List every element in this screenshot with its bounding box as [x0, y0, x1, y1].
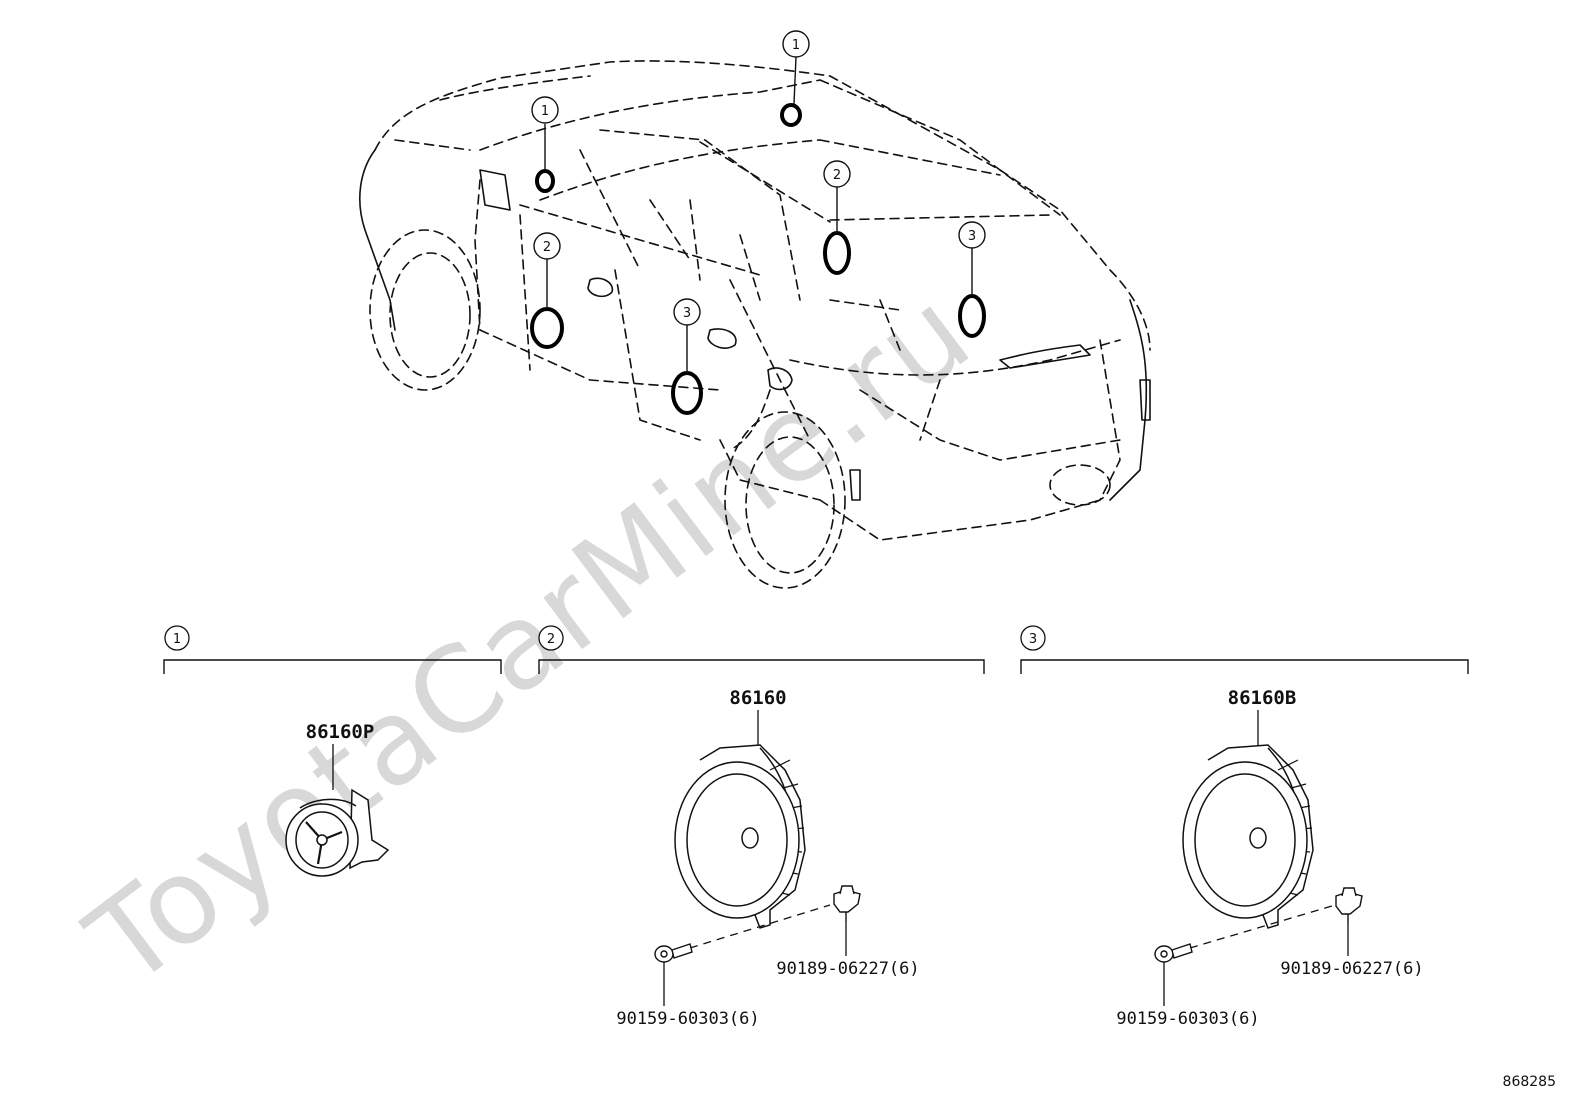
- part-number-90159-60303-rear[interactable]: 90159-60303(6): [1116, 1009, 1259, 1029]
- part-number-90159-60303-front[interactable]: 90159-60303(6): [616, 1009, 759, 1029]
- door-speaker-icon: [674, 744, 806, 929]
- svg-text:2: 2: [547, 632, 555, 647]
- group-2: 2 86160 90189-06227(6) 90159-60303(6): [538, 625, 985, 1029]
- part-number-86160[interactable]: 86160: [729, 687, 786, 709]
- marker-ring-front-door-right: [823, 231, 851, 275]
- part-number-90189-06227-front[interactable]: 90189-06227(6): [776, 959, 919, 979]
- part-number-90189-06227-rear[interactable]: 90189-06227(6): [1280, 959, 1423, 979]
- tweeter-speaker-icon: [285, 788, 390, 877]
- svg-text:3: 3: [683, 306, 691, 321]
- callout-1-front: 1: [531, 96, 559, 124]
- svg-text:2: 2: [543, 240, 551, 255]
- marker-ring-tweeter-front: [535, 169, 555, 193]
- callout-3-right: 3: [958, 221, 986, 249]
- svg-text:1: 1: [541, 104, 549, 119]
- svg-text:2: 2: [833, 168, 841, 183]
- callout-3-left: 3: [673, 298, 701, 326]
- callout-2-right: 2: [823, 160, 851, 188]
- marker-ring-rear-door-left: [671, 371, 703, 415]
- screw-icon: [1154, 943, 1193, 963]
- clip-icon: [1335, 887, 1363, 924]
- callout-1-rear: 1: [782, 30, 810, 58]
- group-1: 1 86160P: [163, 625, 502, 877]
- callout-2-left: 2: [533, 232, 561, 260]
- screw-icon: [654, 943, 693, 963]
- diagram-reference: 868285: [1503, 1074, 1556, 1090]
- svg-text:3: 3: [1029, 632, 1037, 647]
- callout-leaders: [544, 56, 973, 373]
- marker-ring-tweeter-rear: [780, 103, 802, 127]
- svg-text:1: 1: [792, 38, 800, 53]
- group-3: 3 86160B 90189-06227(6) 90159-60303(6): [1020, 625, 1469, 1029]
- part-number-86160B[interactable]: 86160B: [1228, 687, 1297, 709]
- marker-ring-front-door-left: [530, 307, 564, 349]
- svg-text:1: 1: [173, 632, 181, 647]
- vehicle-callouts: 1 1 2 2 3 3: [531, 30, 986, 326]
- svg-text:3: 3: [968, 229, 976, 244]
- part-number-86160P[interactable]: 86160P: [306, 721, 375, 743]
- door-speaker-icon: [1182, 744, 1314, 929]
- vehicle-illustration: [359, 60, 1151, 589]
- marker-ring-rear-door-right: [958, 294, 986, 338]
- clip-icon: [833, 885, 861, 922]
